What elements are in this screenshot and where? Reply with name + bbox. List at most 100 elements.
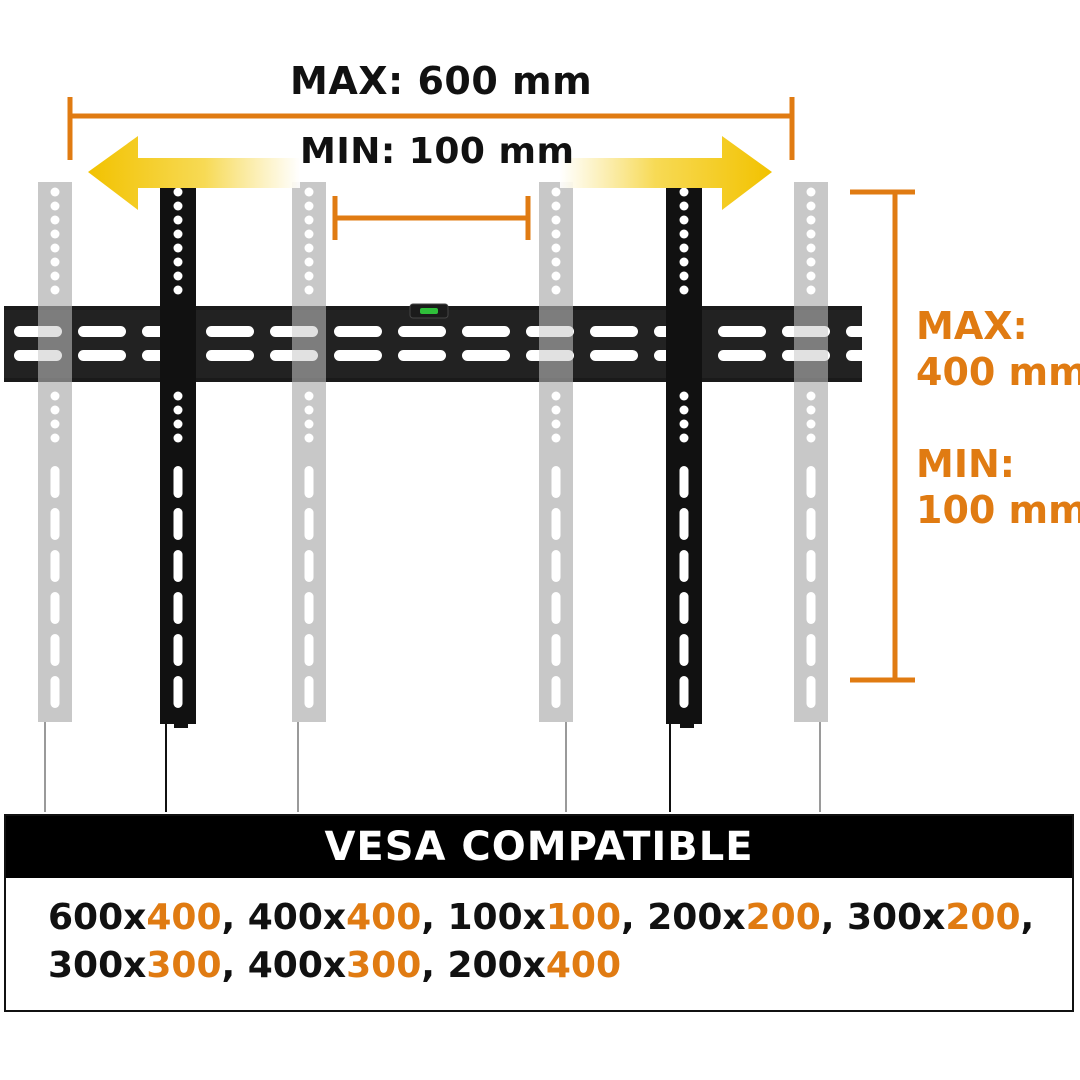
bracket-hole <box>50 419 60 429</box>
bracket-hole <box>50 285 60 295</box>
bracket-hole <box>679 405 689 415</box>
bracket-hole <box>50 215 60 225</box>
bracket-slot <box>806 676 816 708</box>
plate-slot <box>846 326 894 337</box>
bracket-hole <box>806 257 816 267</box>
bracket-hole <box>304 271 314 281</box>
bracket-hole <box>173 187 183 197</box>
bracket-slot <box>304 676 314 708</box>
bracket-hole <box>679 271 689 281</box>
vesa-pattern-width: 400x <box>247 945 347 986</box>
bracket-slot <box>173 592 183 624</box>
vesa-pattern: 200x400 <box>448 945 622 986</box>
bracket-slot <box>50 508 60 540</box>
bracket-hole <box>304 285 314 295</box>
bracket-hole <box>679 243 689 253</box>
bracket-hole <box>679 433 689 443</box>
bracket-hole <box>50 201 60 211</box>
bracket-slot <box>551 466 561 498</box>
plate-slot <box>846 350 894 361</box>
bracket-hole <box>304 201 314 211</box>
plate-slot <box>462 326 510 337</box>
bracket-slot <box>551 550 561 582</box>
bracket-hole <box>551 405 561 415</box>
vesa-pattern: 200x200, <box>647 897 847 938</box>
bracket-slot <box>304 466 314 498</box>
bracket-slot <box>304 508 314 540</box>
vesa-pattern-width: 200x <box>647 897 746 938</box>
bracket-slot <box>173 676 183 708</box>
bracket-hole <box>304 229 314 239</box>
bubble-level-vial <box>420 308 438 314</box>
bracket-slot <box>679 508 689 540</box>
bracket-hole <box>50 405 60 415</box>
bracket-hole <box>806 419 816 429</box>
vesa-pattern-width: 300x <box>847 897 946 938</box>
bracket-hole <box>806 405 816 415</box>
bracket-slot <box>50 550 60 582</box>
vesa-pattern: 400x400, <box>248 897 448 938</box>
vesa-pattern-separator: , <box>421 945 448 986</box>
bracket-hole <box>304 187 314 197</box>
bracket-hole <box>173 215 183 225</box>
bracket-hole <box>173 243 183 253</box>
bracket-hole <box>679 201 689 211</box>
bracket-slot <box>304 634 314 666</box>
vesa-title: VESA COMPATIBLE <box>6 816 1072 878</box>
vesa-pattern: 300x300, <box>48 945 248 986</box>
bracket-slot <box>304 550 314 582</box>
bracket-hole <box>50 257 60 267</box>
plate-slot <box>78 350 126 361</box>
max-height-label-line2: 400 mm <box>916 350 1080 394</box>
plate-slot <box>462 350 510 361</box>
bracket-hole <box>551 243 561 253</box>
bracket-slot <box>551 508 561 540</box>
min-width-label: MIN: 100 mm <box>300 131 575 172</box>
vesa-pattern: 600x400, <box>48 897 248 938</box>
ghost-bracket-outer-right <box>794 182 828 812</box>
bracket-hole <box>304 243 314 253</box>
plate-slot <box>590 326 638 337</box>
bracket-hole <box>173 285 183 295</box>
max-height-label-line1: MAX: <box>916 304 1028 348</box>
vesa-pattern-width: 300x <box>48 945 147 986</box>
height-dimension-line <box>850 189 915 683</box>
bracket-hole <box>806 187 816 197</box>
bracket-hole <box>50 391 60 401</box>
vesa-pattern-width: 100x <box>447 897 546 938</box>
bracket-hole <box>551 271 561 281</box>
bracket-slot <box>173 508 183 540</box>
bracket-hole <box>806 201 816 211</box>
vesa-pattern: 300x200, <box>847 897 1034 938</box>
vesa-pattern-width: 400x <box>247 897 347 938</box>
bracket-left <box>160 180 196 812</box>
bracket-hole <box>551 187 561 197</box>
plate-slot <box>78 326 126 337</box>
bracket-slot <box>806 634 816 666</box>
bracket-hole <box>173 419 183 429</box>
bracket-hole <box>304 419 314 429</box>
plate-slot <box>398 326 446 337</box>
bracket-hole <box>806 285 816 295</box>
min-width-dimension-line <box>332 196 531 240</box>
plate-slot <box>590 350 638 361</box>
bracket-slot <box>679 466 689 498</box>
bracket-hole <box>50 433 60 443</box>
bracket-slot <box>551 676 561 708</box>
bracket-hole <box>806 391 816 401</box>
bracket-hole <box>679 187 689 197</box>
vesa-compatibility-panel: VESA COMPATIBLE 600x400, 400x400, 100x10… <box>4 814 1074 1012</box>
bracket-hole <box>50 271 60 281</box>
bracket-hole <box>173 391 183 401</box>
bracket-hole <box>551 257 561 267</box>
bracket-hole <box>806 271 816 281</box>
max-width-label: MAX: 600 mm <box>290 59 593 103</box>
vesa-pattern: 400x300, <box>248 945 448 986</box>
plate-slot <box>398 350 446 361</box>
plate-slot <box>206 326 254 337</box>
min-height-label-line1: MIN: <box>916 442 1015 486</box>
bracket-hole <box>551 391 561 401</box>
bracket-hole <box>551 229 561 239</box>
vesa-pattern-height: 300 <box>346 945 422 986</box>
bracket-slot <box>806 592 816 624</box>
